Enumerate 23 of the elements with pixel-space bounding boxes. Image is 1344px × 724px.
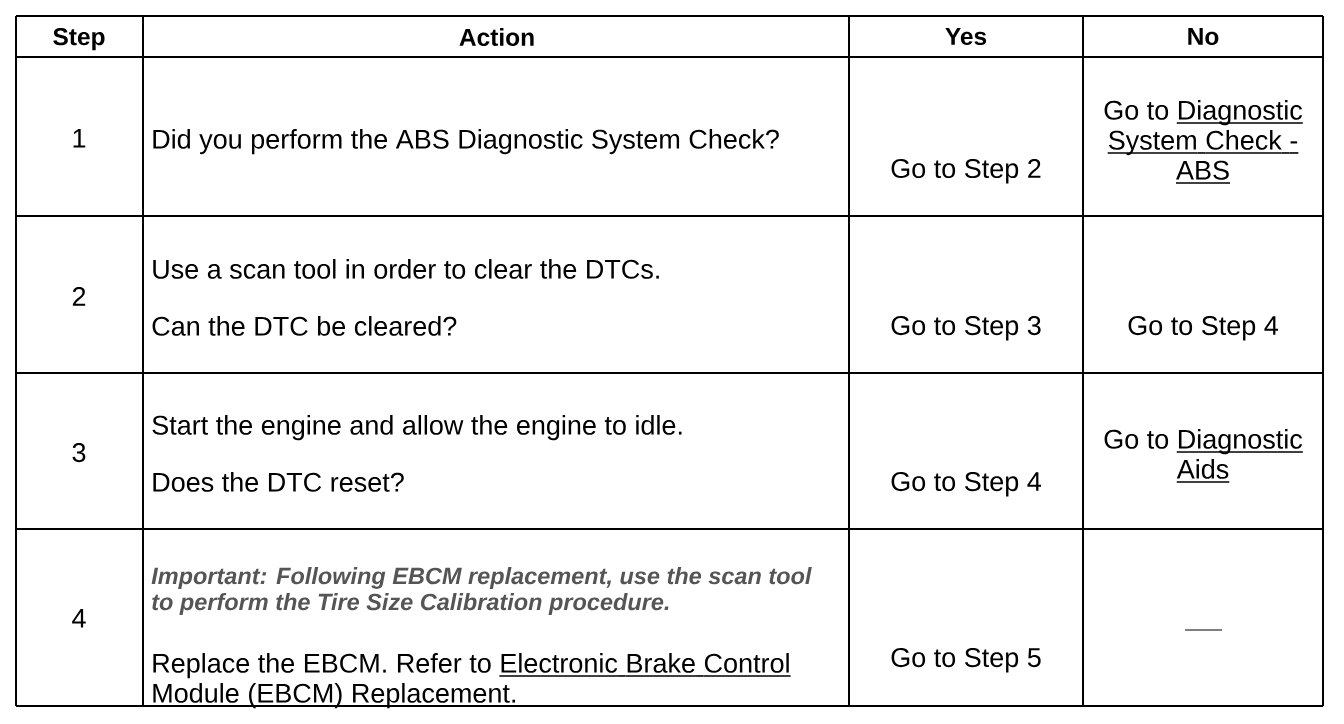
cell-text: Go to Diagnostic System Check - ABS — [1104, 100, 1304, 184]
cell-text: Start the engine and allow the engine to idle. — [152, 415, 682, 441]
note-text: Important: Following EBCM replacement, use the scan tool to perform the Tire Size Calibration procedure. — [151, 567, 812, 615]
step-number: 4 — [72, 609, 86, 628]
step-number: 3 — [72, 443, 86, 463]
cell-text: Can the DTC be cleared? — [152, 316, 457, 336]
cell-text: Go to Step 2 — [891, 159, 1041, 184]
cell-text: Go to Step 4 — [891, 472, 1041, 497]
step-number: 2 — [72, 287, 86, 306]
link: Diagnostic Aids — [1175, 429, 1304, 483]
column-header: Action — [459, 28, 534, 46]
cell-text: Go to Step 3 — [891, 316, 1041, 341]
column-header: Step — [53, 28, 105, 51]
cell-text: Go to Diagnostic Aids — [1104, 429, 1304, 483]
step-number: 1 — [73, 129, 86, 148]
cell-text: Replace the EBCM. Refer to Electronic Brake Control Module (EBCM) Replacement. — [150, 653, 792, 709]
cell-text: Go to Step 4 — [1128, 316, 1278, 341]
cell-text: Go to Step 5 — [891, 648, 1041, 673]
column-header: Yes — [945, 28, 987, 46]
cell-text: Use a scan tool in order to clear the DTCs. — [153, 259, 659, 279]
column-header: No — [1188, 28, 1219, 46]
cell-text: Did you perform the ABS Diagnostic System Check? — [153, 129, 779, 155]
cell-text: Does the DTC reset? — [153, 472, 404, 492]
